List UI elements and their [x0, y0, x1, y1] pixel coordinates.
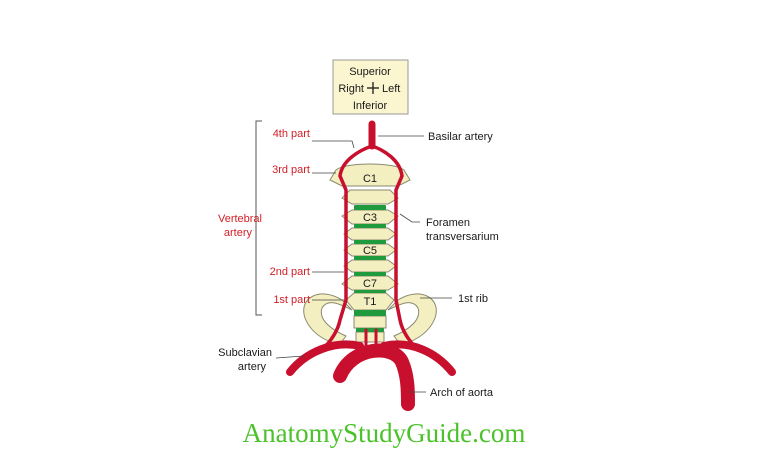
- label-2nd-part: 2nd part: [270, 266, 310, 278]
- label-arch-of-aorta: Arch of aorta: [430, 387, 494, 399]
- arch-of-aorta: [333, 343, 415, 411]
- right-subclavian-artery: [286, 340, 364, 376]
- left-first-rib: [387, 293, 437, 345]
- left-vertebral-artery: [370, 144, 420, 352]
- label-transversarium: transversarium: [426, 231, 499, 243]
- orientation-superior: Superior: [349, 66, 391, 78]
- vertebra-c3-label: C3: [363, 212, 377, 224]
- orientation-left: Left: [382, 83, 400, 95]
- vertebra-c1-label: C1: [363, 173, 377, 185]
- vertebra-c5-label: C5: [363, 245, 377, 257]
- orientation-right: Right: [338, 83, 364, 95]
- leader-lines: [275, 135, 452, 393]
- watermark-text: AnatomyStudyGuide.com: [243, 418, 526, 448]
- intervertebral-discs: [354, 205, 386, 332]
- label-foramen: Foramen: [426, 217, 470, 229]
- left-subclavian-artery: [380, 340, 456, 376]
- label-vertebral-artery: artery: [224, 227, 253, 239]
- vertebra-c7: [341, 275, 399, 291]
- label-3rd-part: 3rd part: [272, 164, 310, 176]
- label-subclavian: Subclavian: [218, 347, 272, 359]
- first-ribs: [303, 293, 437, 345]
- orientation-box: Superior Right Left Inferior: [332, 59, 409, 115]
- label-subclavian-artery: artery: [238, 361, 267, 373]
- vertebra-c3: [341, 209, 399, 225]
- label-1st-rib: 1st rib: [458, 293, 488, 305]
- label-4th-part: 4th part: [273, 128, 310, 140]
- labels: 4th part 3rd part Vertebral artery 2nd p…: [218, 128, 499, 399]
- vertebra-c7-label: C7: [363, 278, 377, 290]
- label-vertebral: Vertebral: [218, 213, 262, 225]
- label-1st-part: 1st part: [273, 294, 310, 306]
- vertebral-bracket: [255, 120, 262, 316]
- right-vertebral-artery: [320, 144, 374, 352]
- right-first-rib: [303, 293, 353, 345]
- orientation-inferior: Inferior: [353, 100, 388, 112]
- vertebra-c5: [343, 243, 397, 257]
- arteries: [286, 120, 456, 411]
- vertebra-t1-label: T1: [364, 296, 377, 308]
- label-basilar-artery: Basilar artery: [428, 131, 493, 143]
